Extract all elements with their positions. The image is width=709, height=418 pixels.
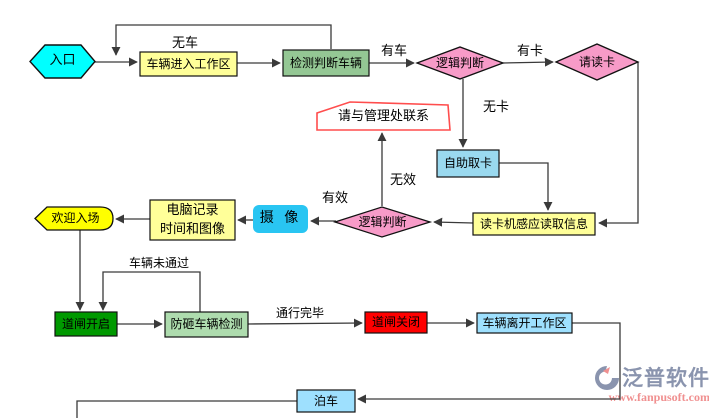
edge-notpassed-loop — [98, 271, 201, 312]
edge-leave-to-parking — [357, 322, 621, 404]
edge-selfcard-to-cardreader — [499, 162, 553, 211]
edge-label-has-card: 有卡 — [516, 43, 543, 59]
watermark: 泛普软件 www.fanpusoft.com — [574, 362, 709, 405]
card-reader-info-shape — [472, 212, 596, 236]
leave-work-area-label: 车辆离开工作区 — [482, 315, 567, 330]
connectors — [75, 24, 639, 418]
logic-judge-top-shape — [415, 46, 505, 80]
computer-record-shape — [149, 199, 236, 241]
camera-label: 摄 像 — [259, 210, 302, 227]
edge-antismash-to-gateclose — [247, 318, 363, 328]
fanpu-logo-icon — [595, 365, 619, 390]
detect-vehicle-label: 检测判断车辆 — [289, 55, 362, 70]
edge-cardreader-to-judge2 — [433, 217, 474, 227]
parking-shape — [296, 389, 356, 413]
contact-management-label: 请与管理处联系 — [337, 108, 429, 124]
anti-smash-label: 防砸车辆检测 — [170, 317, 243, 331]
edge-label-valid: 有效 — [321, 190, 348, 206]
please-read-card-shape — [554, 43, 640, 81]
brand-url-link[interactable]: www.fanpusoft.com — [608, 390, 709, 404]
card-reader-info-label: 读卡机感应读取信息 — [479, 216, 588, 231]
computer-record-label: 电脑记录 时间和图像 — [159, 203, 225, 237]
gate-close-shape — [364, 311, 428, 334]
self-service-card-shape — [436, 149, 500, 178]
self-service-card-label: 自助取卡 — [443, 156, 492, 170]
edge-readcard-to-cardreader — [598, 62, 639, 228]
detect-vehicle-shape — [282, 49, 370, 77]
edge-judge-to-readcard — [502, 57, 554, 67]
gate-close-label: 道闸关闭 — [371, 315, 420, 329]
enter-work-area-shape — [139, 51, 238, 77]
edge-label-no-card: 无卡 — [482, 99, 509, 115]
gate-open-shape — [54, 311, 118, 337]
leave-work-area-shape — [476, 312, 573, 334]
entrance-shape — [29, 44, 96, 79]
camera-shape — [253, 205, 308, 233]
please-read-card-label: 请读卡 — [578, 54, 615, 69]
edge-label-passage-complete: 通行完毕 — [275, 305, 324, 320]
logic-judge-mid-shape — [332, 206, 433, 238]
gate-open-label: 道闸开启 — [61, 316, 110, 331]
logic-judge-mid-label: 逻辑判断 — [358, 214, 407, 229]
edge-label-vehicle-not-passed: 车辆未通过 — [128, 255, 189, 270]
logic-judge-top-label: 逻辑判断 — [435, 55, 484, 70]
welcome-label: 欢迎入场 — [51, 211, 100, 225]
welcome-shape — [34, 206, 114, 231]
edge-label-invalid: 无效 — [389, 172, 416, 188]
anti-smash-shape — [164, 311, 249, 338]
edge-label-no-vehicle: 无车 — [171, 35, 198, 51]
brand-name: 泛普软件 — [622, 366, 709, 390]
edge-label-has-vehicle: 有车 — [380, 43, 407, 59]
entrance-label: 入口 — [49, 53, 76, 69]
edge-parking-exit — [76, 400, 297, 418]
contact-management-shape — [316, 101, 451, 131]
parking-label: 泊车 — [313, 393, 338, 408]
edge-novehicle-loop — [111, 24, 332, 56]
enter-work-area-label: 车辆进入工作区 — [146, 56, 231, 71]
